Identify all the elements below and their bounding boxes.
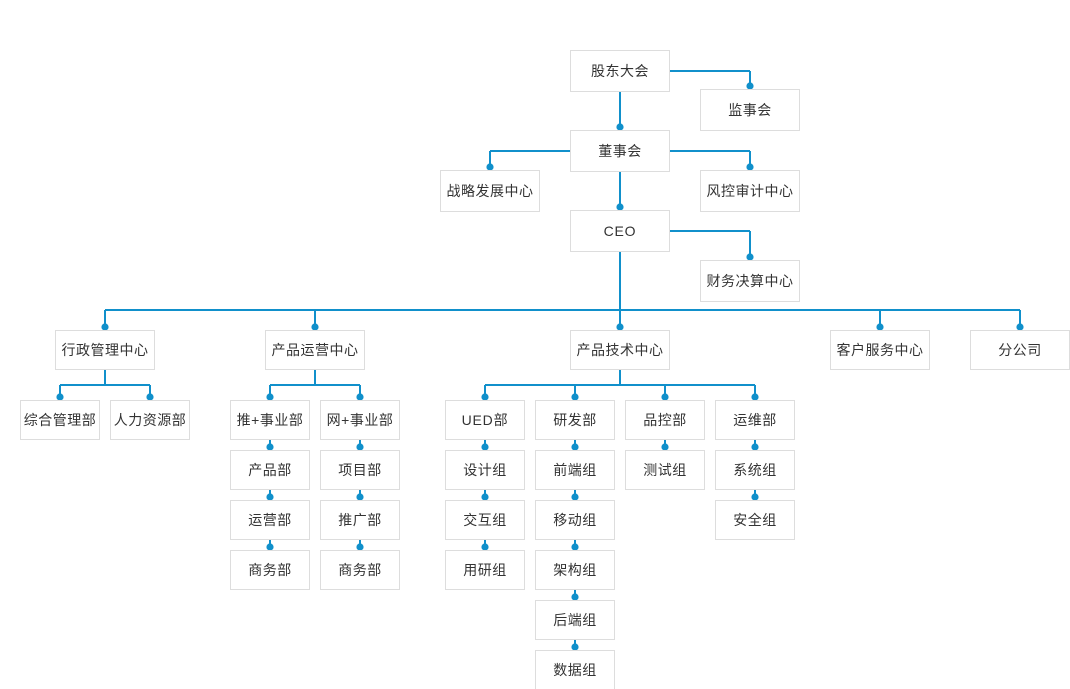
org-node[interactable]: 行政管理中心	[55, 330, 155, 370]
org-node[interactable]: 财务决算中心	[700, 260, 800, 302]
org-node[interactable]: 后端组	[535, 600, 615, 640]
org-node[interactable]: 人力资源部	[110, 400, 190, 440]
org-node[interactable]: 研发部	[535, 400, 615, 440]
org-node[interactable]: 项目部	[320, 450, 400, 490]
org-node[interactable]: 安全组	[715, 500, 795, 540]
org-node[interactable]: 商务部	[230, 550, 310, 590]
org-node[interactable]: 产品技术中心	[570, 330, 670, 370]
org-node[interactable]: 数据组	[535, 650, 615, 689]
org-node[interactable]: 股东大会	[570, 50, 670, 92]
org-node[interactable]: 推广部	[320, 500, 400, 540]
org-node[interactable]: 董事会	[570, 130, 670, 172]
org-node[interactable]: 产品运营中心	[265, 330, 365, 370]
org-node[interactable]: 架构组	[535, 550, 615, 590]
org-node[interactable]: 风控审计中心	[700, 170, 800, 212]
org-node[interactable]: 战略发展中心	[440, 170, 540, 212]
org-node[interactable]: 交互组	[445, 500, 525, 540]
org-node[interactable]: 品控部	[625, 400, 705, 440]
org-node[interactable]: 监事会	[700, 89, 800, 131]
org-node[interactable]: 用研组	[445, 550, 525, 590]
org-node[interactable]: 测试组	[625, 450, 705, 490]
org-node[interactable]: CEO	[570, 210, 670, 252]
org-node[interactable]: 产品部	[230, 450, 310, 490]
org-node[interactable]: 系统组	[715, 450, 795, 490]
org-node[interactable]: 推+事业部	[230, 400, 310, 440]
org-node[interactable]: UED部	[445, 400, 525, 440]
org-node[interactable]: 商务部	[320, 550, 400, 590]
org-node[interactable]: 客户服务中心	[830, 330, 930, 370]
org-node[interactable]: 综合管理部	[20, 400, 100, 440]
org-node[interactable]: 网+事业部	[320, 400, 400, 440]
org-node[interactable]: 移动组	[535, 500, 615, 540]
org-node[interactable]: 前端组	[535, 450, 615, 490]
org-node[interactable]: 运营部	[230, 500, 310, 540]
org-node[interactable]: 设计组	[445, 450, 525, 490]
org-node[interactable]: 运维部	[715, 400, 795, 440]
org-node[interactable]: 分公司	[970, 330, 1070, 370]
